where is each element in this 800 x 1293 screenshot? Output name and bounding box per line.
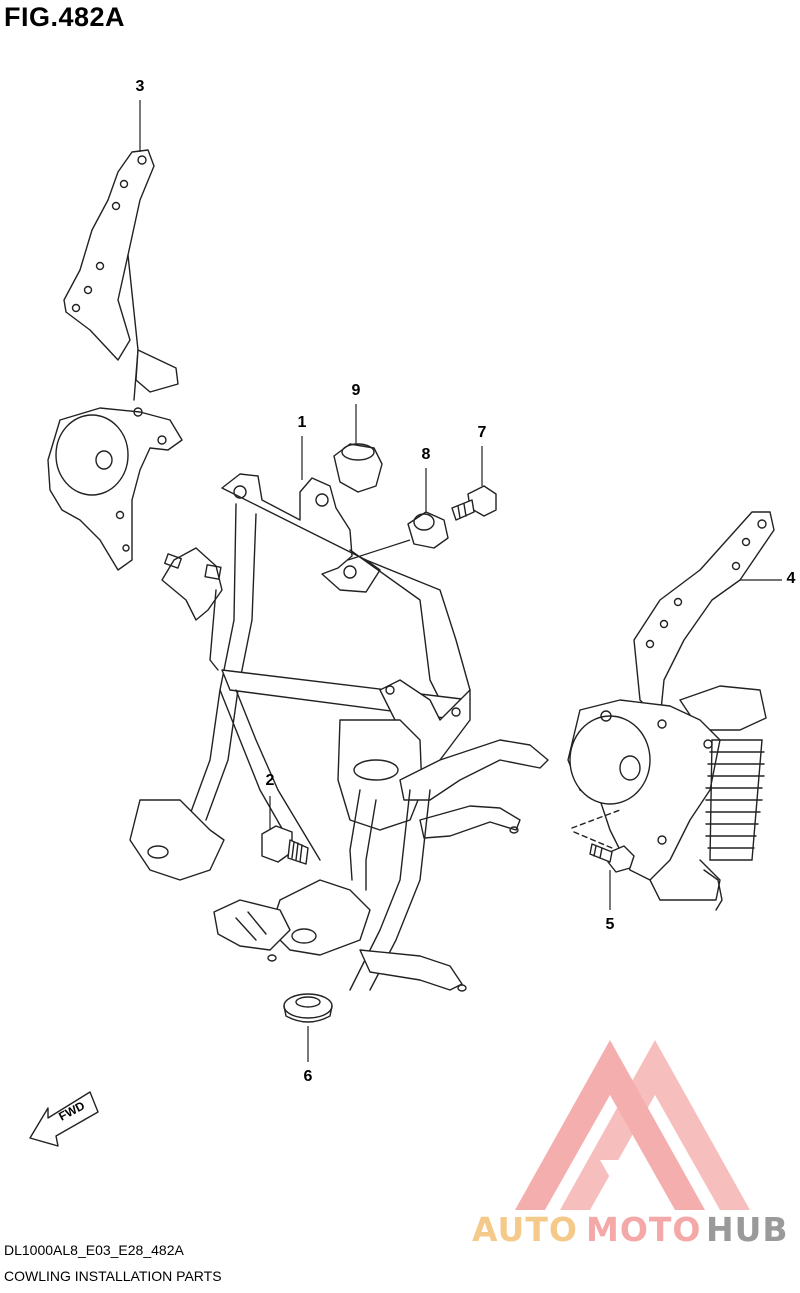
callout-leader-lines — [139, 100, 782, 1062]
callout-8: 8 — [421, 446, 431, 463]
callout-3: 3 — [135, 78, 145, 95]
part-2-bolt — [261, 825, 309, 865]
part-1-cowling-stay — [129, 473, 549, 992]
callout-7: 7 — [477, 424, 487, 441]
return-spring — [705, 739, 765, 861]
callout-5: 5 — [605, 916, 615, 933]
part-6-grommet — [283, 993, 333, 1023]
part-7-screw — [451, 485, 497, 521]
fwd-arrow-icon — [29, 1091, 99, 1147]
part-5-screw — [589, 843, 635, 873]
part-8-collar — [407, 511, 449, 549]
callout-6: 6 — [303, 1068, 313, 1085]
part-4-right-bracket — [567, 511, 775, 911]
watermark-moto: MOTO — [586, 1210, 702, 1249]
watermark-hub: HUB — [706, 1210, 789, 1249]
callout-4: 4 — [786, 570, 796, 587]
figure-description: COWLING INSTALLATION PARTS — [4, 1268, 222, 1284]
figure-title: FIG.482A — [4, 2, 126, 32]
callout-1: 1 — [297, 414, 307, 431]
model-code: DL1000AL8_E03_E28_482A — [4, 1242, 184, 1258]
callout-2: 2 — [265, 772, 275, 789]
callout-9: 9 — [351, 382, 361, 399]
watermark-logo — [515, 1040, 750, 1210]
part-3-left-bracket — [47, 149, 183, 571]
part-9-cushion — [333, 443, 383, 493]
watermark-auto: AUTO — [472, 1210, 578, 1249]
